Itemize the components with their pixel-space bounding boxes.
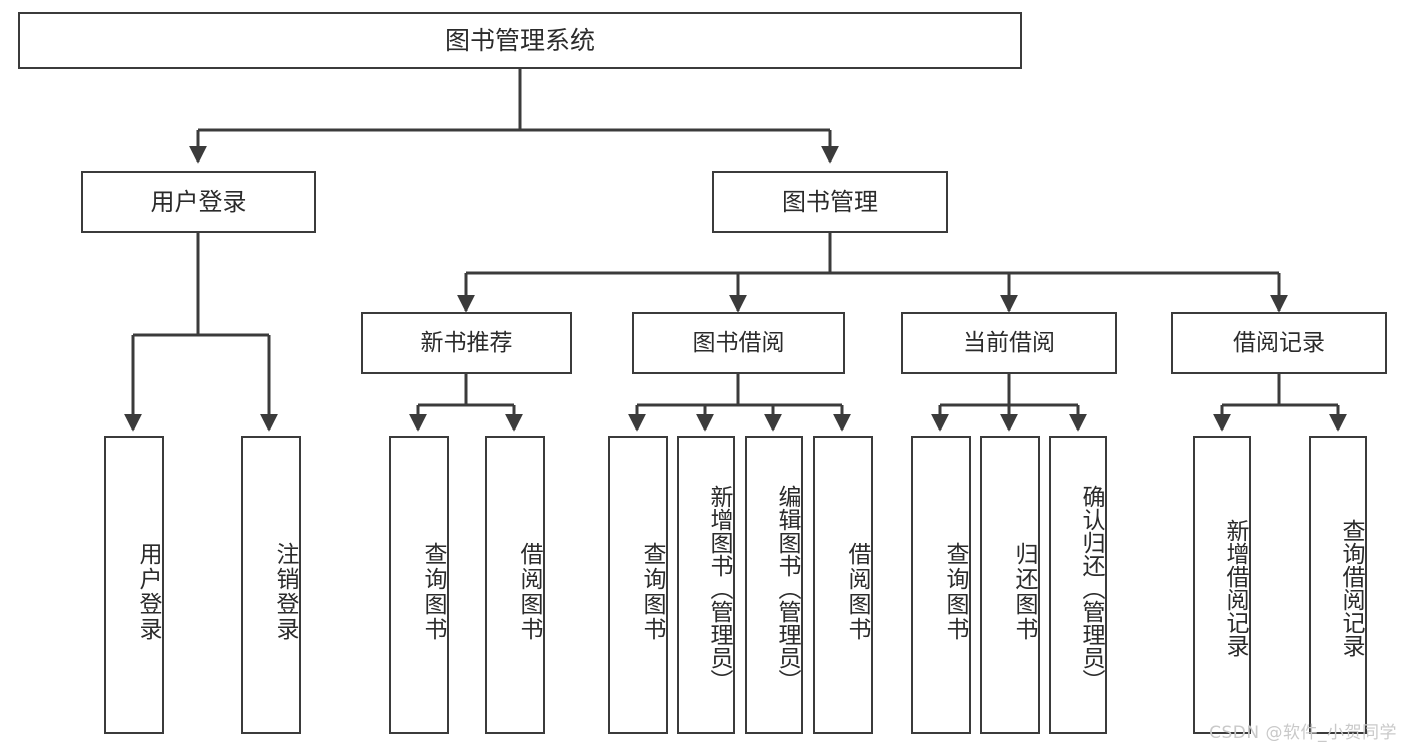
node-label: 新增借阅记录 bbox=[1222, 519, 1248, 657]
node-label: 图书管理系统 bbox=[444, 25, 595, 55]
node-label: 用户登录 bbox=[150, 188, 247, 216]
node-label: 编辑图书（管理员） bbox=[774, 484, 800, 692]
node-label: 图书借阅 bbox=[692, 329, 785, 356]
node-label: 归还图书 bbox=[1011, 542, 1037, 642]
leaf-current-borrow-return-book[interactable]: 归还图书 bbox=[980, 436, 1040, 734]
node-label: 查询借阅记录 bbox=[1338, 519, 1364, 657]
leaf-book-borrow-borrow-book[interactable]: 借阅图书 bbox=[813, 436, 873, 734]
node-label: 借阅记录 bbox=[1233, 329, 1325, 356]
leaf-user-login-logout[interactable]: 注销登录 bbox=[241, 436, 301, 734]
leaf-current-borrow-query-book[interactable]: 查询图书 bbox=[911, 436, 971, 734]
node-label: 用户登录 bbox=[135, 542, 161, 642]
leaf-user-login-signin[interactable]: 用户登录 bbox=[104, 436, 164, 734]
leaf-book-borrow-add-book-admin[interactable]: 新增图书（管理员） bbox=[677, 436, 735, 734]
csdn-watermark: CSDN @软件_小贺同学 bbox=[1209, 723, 1397, 743]
leaf-borrow-record-add-record[interactable]: 新增借阅记录 bbox=[1193, 436, 1251, 734]
node-label: 新增图书（管理员） bbox=[706, 484, 732, 692]
node-label: 图书管理 bbox=[782, 188, 878, 216]
node-label: 借阅图书 bbox=[516, 542, 542, 642]
leaf-book-borrow-edit-book-admin[interactable]: 编辑图书（管理员） bbox=[745, 436, 803, 734]
leaf-new-book-borrow-book[interactable]: 借阅图书 bbox=[485, 436, 545, 734]
node-label: 当前借阅 bbox=[963, 329, 1055, 356]
node-borrow-record[interactable]: 借阅记录 bbox=[1171, 312, 1387, 374]
node-label: 确认归还（管理员） bbox=[1078, 484, 1104, 692]
node-label: 查询图书 bbox=[420, 542, 446, 642]
leaf-borrow-record-query-record[interactable]: 查询借阅记录 bbox=[1309, 436, 1367, 734]
node-label: 新书推荐 bbox=[420, 329, 513, 356]
leaf-book-borrow-query-book[interactable]: 查询图书 bbox=[608, 436, 668, 734]
node-label: 查询图书 bbox=[942, 542, 968, 642]
node-label: 借阅图书 bbox=[844, 542, 870, 642]
node-root-system[interactable]: 图书管理系统 bbox=[18, 12, 1022, 69]
node-label: 查询图书 bbox=[639, 542, 665, 642]
node-book-borrow[interactable]: 图书借阅 bbox=[632, 312, 845, 374]
node-book-management[interactable]: 图书管理 bbox=[712, 171, 948, 233]
leaf-new-book-query-book[interactable]: 查询图书 bbox=[389, 436, 449, 734]
node-new-book-recommend[interactable]: 新书推荐 bbox=[361, 312, 572, 374]
node-current-borrow[interactable]: 当前借阅 bbox=[901, 312, 1117, 374]
node-user-login[interactable]: 用户登录 bbox=[81, 171, 316, 233]
node-label: 注销登录 bbox=[272, 542, 298, 642]
leaf-current-borrow-confirm-return-admin[interactable]: 确认归还（管理员） bbox=[1049, 436, 1107, 734]
